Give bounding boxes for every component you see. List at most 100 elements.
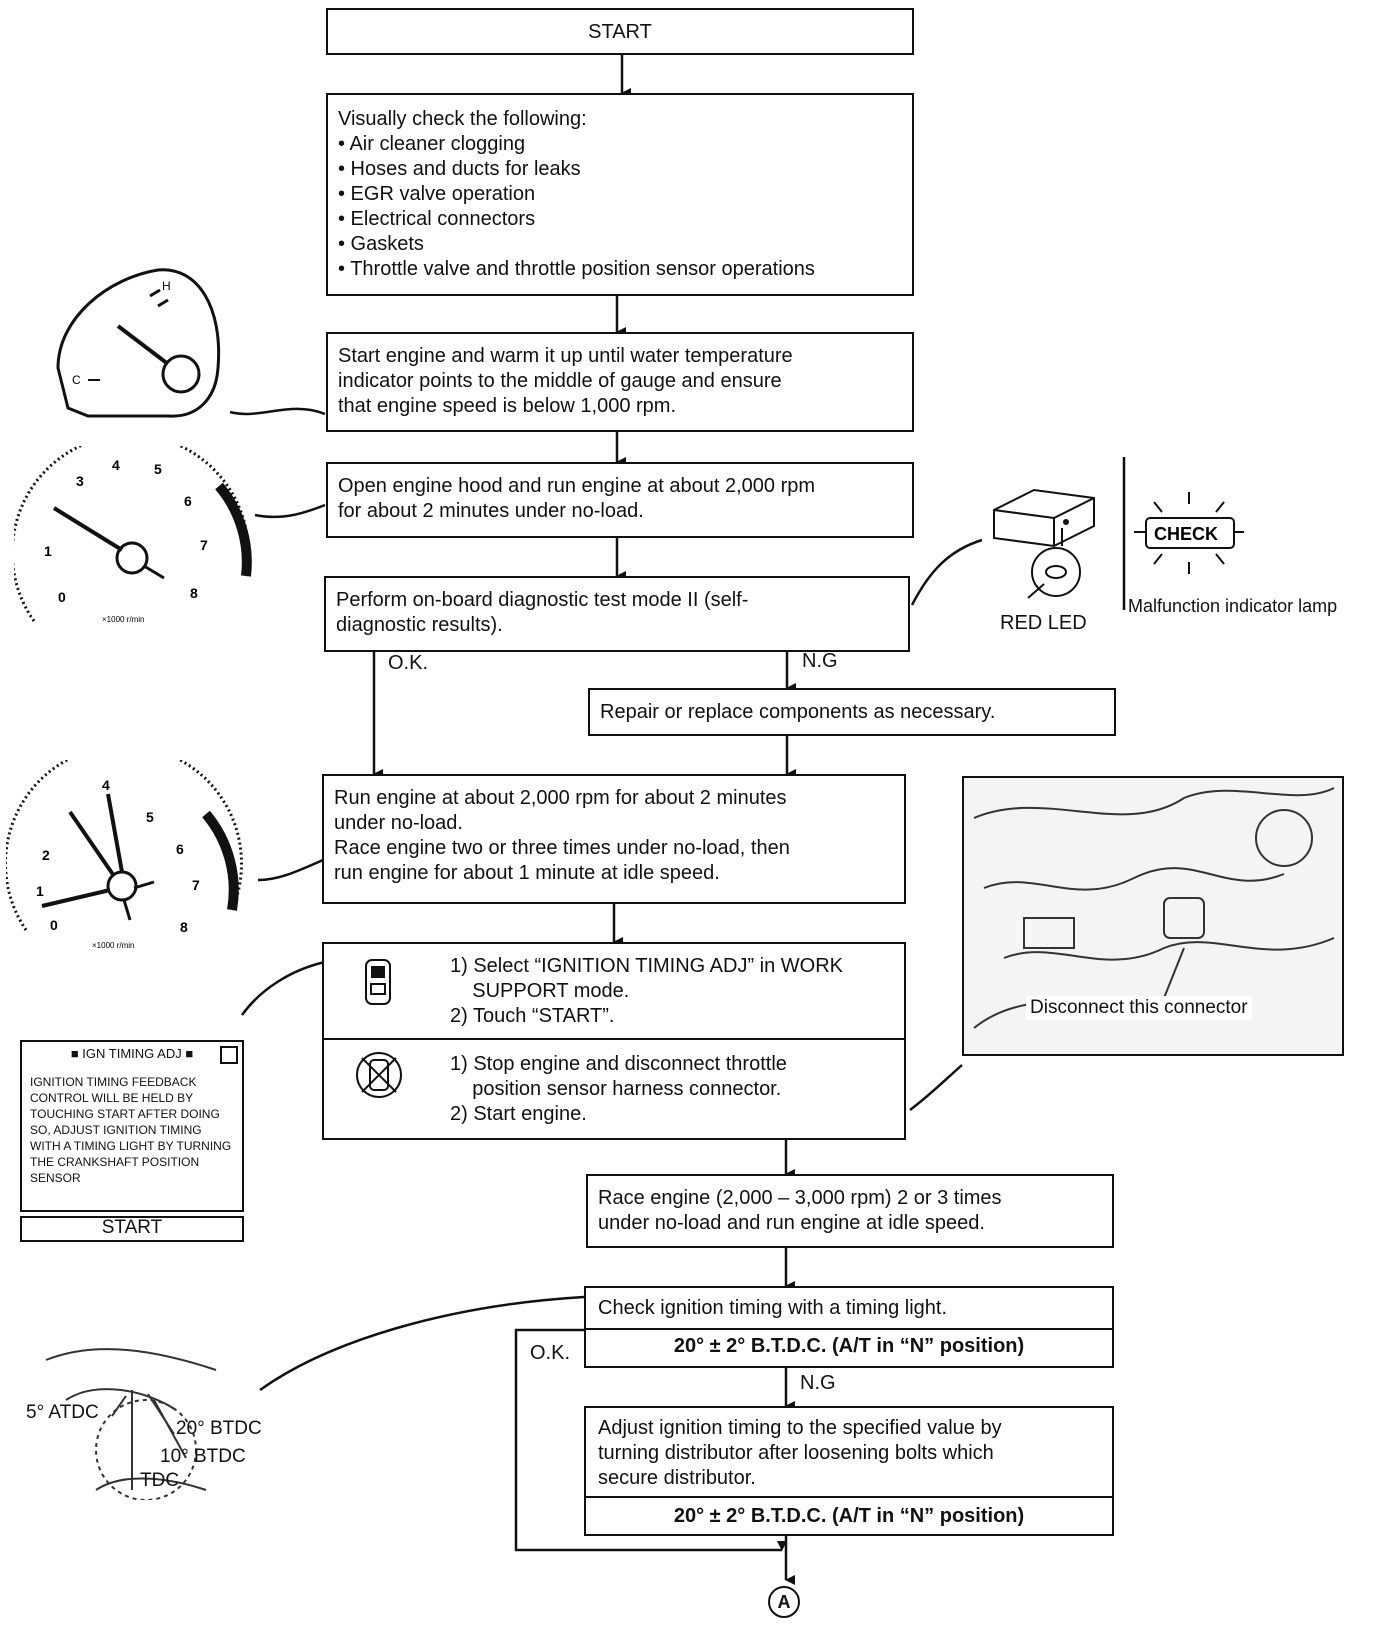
hood-run-line: Open engine hood and run engine at about… (338, 475, 816, 497)
screen-start-button[interactable]: START (20, 1216, 244, 1242)
adjust-line: secure distributor. (598, 1467, 756, 1489)
tach-tick: 3 (76, 473, 84, 489)
hood-run-box: Open engine hood and run engine at about… (326, 462, 914, 538)
consult-step: 2) Touch “START”. (450, 1005, 615, 1027)
red-led-label: RED LED (1000, 612, 1087, 634)
consult-tool-icon (365, 959, 391, 1005)
diag-test-line: Perform on-board diagnostic test mode II… (336, 589, 749, 611)
screen-header: ■ IGN TIMING ADJ ■ (70, 1046, 194, 1061)
branch-ng-label: N.G (802, 650, 838, 672)
check-lamp-caption: lamp (1298, 596, 1338, 616)
tachometer-icon: 0 1 3 4 5 6 7 8 ×1000 r/min (14, 446, 252, 624)
tach-tick: 4 (102, 777, 110, 793)
timing-tdc-label: TDC (140, 1470, 180, 1491)
start-label: START (588, 21, 652, 43)
check-timing-label: Check ignition timing with a timing ligh… (598, 1297, 948, 1319)
check-lamp-text: CHECK (1154, 524, 1218, 544)
timing-marks-illustration (45, 1348, 217, 1500)
tach-tick: 8 (180, 919, 188, 935)
check-item: • Throttle valve and throttle position s… (338, 258, 815, 280)
timing-atdc5-label: 5° ATDC (26, 1402, 99, 1423)
diag-test-line: diagnostic results). (336, 614, 503, 636)
race-run-line: Race engine two or three times under no-… (334, 837, 790, 859)
screen-line: IGNITION TIMING WITH A (30, 1123, 202, 1153)
temperature-gauge-icon: H C (56, 268, 221, 418)
screen-line: THE CRANKSHAFT POSITION (30, 1155, 200, 1169)
gauge-cold-label: C (72, 373, 81, 387)
tach-tick: 1 (44, 543, 52, 559)
screen-line: AFTER DOING SO, ADJUST (30, 1107, 220, 1137)
callout-temp (229, 407, 326, 416)
no-consult-step: 2) Start engine. (450, 1103, 587, 1125)
no-consult-step: position sensor harness connector. (450, 1078, 782, 1100)
timing-btdc20-label: 20° BTDC (176, 1418, 262, 1439)
tach-tick: 4 (112, 457, 120, 473)
diag-test-box: Perform on-board diagnostic test mode II… (324, 576, 910, 652)
tach-tick: 6 (176, 841, 184, 857)
branch-ok-label-2: O.K. (530, 1342, 571, 1364)
timing-btdc10-label: 10° BTDC (160, 1446, 246, 1467)
tach-tick: 0 (58, 589, 66, 605)
race-idle-line: Race engine (2,000 – 3,000 rpm) 2 or 3 t… (598, 1187, 1002, 1209)
adjust-spec: 20° ± 2° B.T.D.C. (A/T in “N” position) (673, 1505, 1025, 1527)
race-run-box: Run engine at about 2,000 rpm for about … (322, 774, 906, 904)
tach-tick: 1 (36, 883, 44, 899)
visual-check-box: Visually check the following: • Air clea… (326, 93, 914, 296)
arrow-ok-bypass (514, 1328, 787, 1552)
start-box: START (326, 8, 914, 55)
visual-check-heading: Visually check the following: (338, 108, 587, 130)
check-item: • Air cleaner clogging (338, 133, 526, 155)
screen-start-label: START (101, 1217, 163, 1238)
photo-caption: Disconnect this (1030, 997, 1159, 1018)
race-idle-line: under no-load and run engine at idle spe… (598, 1212, 985, 1234)
warm-up-box: Start engine and warm it up until water … (326, 332, 914, 432)
branch-ok-label: O.K. (388, 652, 429, 674)
tachometer-icon-2: 0 1 2 4 5 6 7 8 ×1000 r/min (6, 760, 243, 950)
repair-box: Repair or replace components as necessar… (588, 688, 1116, 736)
race-run-line: Run engine at about 2,000 rpm for about … (334, 787, 787, 809)
callout-photo (909, 1064, 963, 1111)
check-item: • Gaskets (338, 233, 424, 255)
screen-header-text: IGN TIMING ADJ (82, 1046, 182, 1061)
tach-tick: 8 (190, 585, 198, 601)
race-run-line: under no-load. (334, 812, 463, 834)
callout-tach2 (257, 858, 324, 882)
consult-step: SUPPORT mode. (450, 980, 630, 1002)
callout-screen (240, 960, 326, 1016)
adjust-box: Adjust ignition timing to the specified … (584, 1406, 1114, 1536)
check-timing-spec: 20° ± 2° B.T.D.C. (A/T in “N” position) (673, 1335, 1025, 1357)
screen-line: IGNITION TIMING FEEDBACK (30, 1075, 197, 1089)
race-run-line: run engine for about 1 minute at idle sp… (334, 862, 720, 884)
tach-tick: 5 (154, 461, 162, 477)
no-consult-step: 1) Stop engine and disconnect throttle (450, 1053, 787, 1075)
race-idle-box: Race engine (2,000 – 3,000 rpm) 2 or 3 t… (586, 1174, 1114, 1248)
warm-up-line: that engine speed is below 1,000 rpm. (338, 395, 676, 417)
adjust-line: Adjust ignition timing to the specified … (598, 1417, 1002, 1439)
check-item: • Electrical connectors (338, 208, 536, 230)
screen-line: SENSOR (30, 1171, 81, 1185)
hood-run-line: for about 2 minutes under no-load. (338, 500, 644, 522)
check-engine-lamp-icon: CHECK (1134, 492, 1244, 574)
check-item: • EGR valve operation (338, 183, 536, 205)
check-timing-box: Check ignition timing with a timing ligh… (584, 1286, 1114, 1368)
screen-checkbox[interactable] (220, 1046, 238, 1064)
warm-up-line: Start engine and warm it up until water … (338, 345, 793, 367)
repair-label: Repair or replace components as necessar… (600, 701, 996, 723)
callout-led (910, 538, 983, 606)
connector-a-label: A (777, 1592, 791, 1612)
branch-ng-label-2: N.G (800, 1372, 836, 1394)
engine-photo: Disconnect this connector (962, 776, 1344, 1056)
tach-tick: 0 (50, 917, 58, 933)
consult-step: 1) Select “IGNITION TIMING ADJ” in WORK (450, 955, 844, 977)
tach-unit: ×1000 r/min (92, 941, 134, 950)
tach-tick: 7 (192, 877, 200, 893)
gauge-hot-label: H (162, 279, 171, 293)
screen-line: TIMING LIGHT BY TURNING (73, 1139, 232, 1153)
check-lamp-caption: Malfunction indicator (1128, 596, 1294, 616)
tach-tick: 2 (42, 847, 50, 863)
ecm-led-icon (993, 488, 1095, 599)
callout-tach1 (254, 503, 326, 519)
photo-caption: connector (1164, 997, 1248, 1018)
callout-timing (259, 1295, 585, 1392)
